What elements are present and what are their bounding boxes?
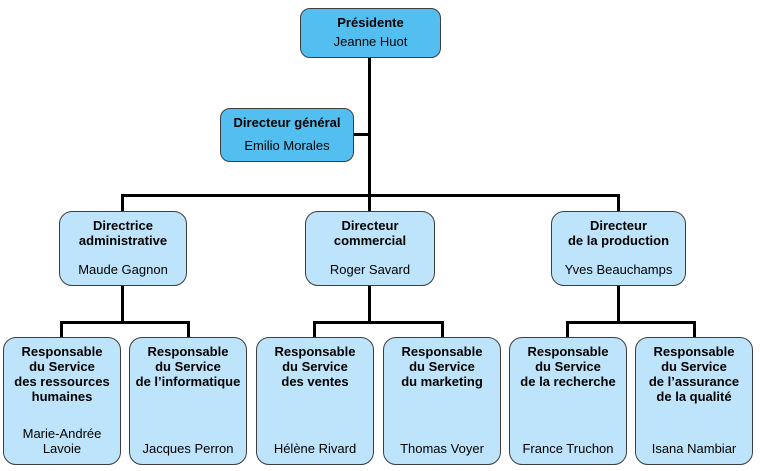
connector-group3-horizontal (566, 321, 696, 324)
node-title: Directeur commercial (333, 218, 407, 249)
node-person-name: Jacques Perron (142, 441, 234, 457)
connector-group2-vertical (368, 285, 371, 324)
connector-group2-stub-right (441, 321, 444, 338)
node-title: Responsable du Service de la recherche (520, 344, 616, 390)
connector-directeur-general-stub (353, 133, 371, 136)
connector-group1-stub-right (187, 321, 190, 338)
connector-level3-horizontal (121, 194, 620, 197)
node-title: Directeur général (233, 115, 341, 130)
node-title: Responsable du Service du marketing (401, 344, 483, 390)
node-title: Présidente (337, 15, 404, 30)
connector-group2-stub-left (313, 321, 316, 338)
node-person-name: Roger Savard (329, 262, 411, 278)
org-node-resp-qualite: Responsable du Service de l’assurance de… (635, 337, 753, 465)
connector-group1-stub-left (60, 321, 63, 338)
node-person-name: Marie-Andrée Lavoie (22, 426, 102, 457)
connector-level3-stub-production (617, 194, 620, 211)
node-person-name: Hélène Rivard (273, 441, 357, 457)
org-node-directeur-commercial: Directeur commercial Roger Savard (305, 211, 435, 286)
node-title: Responsable du Service des ressources hu… (14, 344, 110, 405)
node-title: Responsable du Service de l’assurance de… (648, 344, 740, 405)
org-node-resp-recherche: Responsable du Service de la recherche F… (509, 337, 627, 465)
connector-group3-stub-right (693, 321, 696, 338)
connector-group3-stub-left (566, 321, 569, 338)
node-person-name: Maude Gagnon (78, 262, 168, 278)
connector-group2-horizontal (313, 321, 444, 324)
node-person-name: Thomas Voyer (400, 441, 484, 457)
node-person-name: France Truchon (522, 441, 614, 457)
node-person-name: Jeanne Huot (333, 34, 408, 50)
node-title: Responsable du Service de l’informatique (135, 344, 241, 390)
node-person-name: Isana Nambiar (651, 441, 737, 457)
connector-group1-horizontal (60, 321, 190, 324)
org-node-resp-ressources-humaines: Responsable du Service des ressources hu… (3, 337, 121, 465)
connector-group1-vertical (121, 285, 124, 324)
org-node-directrice-administrative: Directrice administrative Maude Gagnon (59, 211, 187, 286)
org-node-directeur-production: Directeur de la production Yves Beaucham… (551, 211, 686, 286)
connector-group3-vertical (617, 285, 620, 324)
node-title: Directeur de la production (567, 218, 670, 249)
connector-level3-stub-administrative (121, 194, 124, 211)
node-person-name: Yves Beauchamps (564, 262, 673, 278)
node-person-name: Emilio Morales (244, 138, 330, 154)
org-node-presidente: Présidente Jeanne Huot (300, 8, 441, 58)
org-node-resp-ventes: Responsable du Service des ventes Hélène… (256, 337, 374, 465)
org-node-directeur-general: Directeur général Emilio Morales (220, 108, 354, 162)
org-node-resp-marketing: Responsable du Service du marketing Thom… (383, 337, 501, 465)
org-node-resp-informatique: Responsable du Service de l’informatique… (129, 337, 247, 465)
node-title: Responsable du Service des ventes (274, 344, 356, 390)
node-title: Directrice administrative (78, 218, 168, 249)
